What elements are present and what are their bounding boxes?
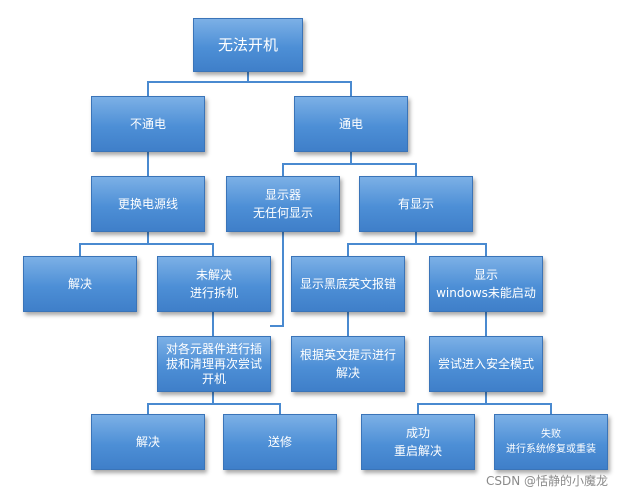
node-root: 无法开机 <box>193 18 303 72</box>
connector <box>417 392 552 414</box>
node-text: 失败 <box>541 429 561 440</box>
node-follow-prompt: 根据英文提示进行 解决 <box>291 336 405 392</box>
node-text: 未解决 <box>195 268 232 282</box>
node-success-restart: 成功 重启解决 <box>361 414 475 470</box>
node-replace-psu: 更换电源线 <box>91 176 205 232</box>
connector <box>347 232 487 256</box>
connector <box>147 70 352 96</box>
node-text: 进行拆机 <box>189 286 238 300</box>
node-text: 显示 <box>473 268 498 282</box>
node-text: 解决 <box>135 435 160 449</box>
node-reseat-clean: 对各元器件进行插 拔和清理再次尝试 开机 <box>157 336 271 392</box>
connector <box>147 392 281 414</box>
node-safe-mode: 尝试进入安全模式 <box>429 336 543 392</box>
node-text: 送修 <box>267 435 292 449</box>
node-text: 根据英文提示进行 <box>299 348 396 362</box>
node-text: 解决 <box>335 366 360 380</box>
connector <box>282 152 417 176</box>
node-fail-repair: 失败 进行系统修复或重装 <box>494 414 608 470</box>
node-text: 进行系统修复或重装 <box>506 444 596 455</box>
node-text: 显示器 <box>264 188 301 202</box>
watermark: CSDN @恬静的小魔龙 <box>485 474 608 488</box>
node-text: 更换电源线 <box>117 197 178 211</box>
node-text: 不通电 <box>129 117 166 131</box>
node-text: 有显示 <box>397 197 434 211</box>
node-unsolved-disassemble: 未解决 进行拆机 <box>157 256 271 312</box>
node-display-none: 显示器 无任何显示 <box>226 176 340 232</box>
node-text: 拔和清理再次尝试 <box>165 356 262 371</box>
node-text: 通电 <box>338 117 363 131</box>
node-text: 显示黑底英文报错 <box>299 277 396 291</box>
node-text: 无法开机 <box>217 36 278 54</box>
connector <box>79 232 214 256</box>
node-text: 重启解决 <box>393 444 442 458</box>
node-text: 尝试进入安全模式 <box>437 357 534 371</box>
node-text: 对各元器件进行插 <box>165 341 262 356</box>
node-text: windows未能启动 <box>436 286 536 300</box>
node-solved-2: 解决 <box>91 414 205 470</box>
node-text: 开机 <box>201 371 226 386</box>
node-send-repair: 送修 <box>223 414 337 470</box>
node-text: 成功 <box>405 426 430 440</box>
node-no-power: 不通电 <box>91 96 205 152</box>
connector <box>270 232 284 327</box>
node-solved-1: 解决 <box>23 256 137 312</box>
node-windows-fail: 显示 windows未能启动 <box>429 256 543 312</box>
node-text: 无任何显示 <box>252 206 313 220</box>
node-has-display: 有显示 <box>359 176 473 232</box>
node-black-screen-error: 显示黑底英文报错 <box>291 256 405 312</box>
node-text: 解决 <box>67 277 92 291</box>
node-power-on: 通电 <box>294 96 408 152</box>
